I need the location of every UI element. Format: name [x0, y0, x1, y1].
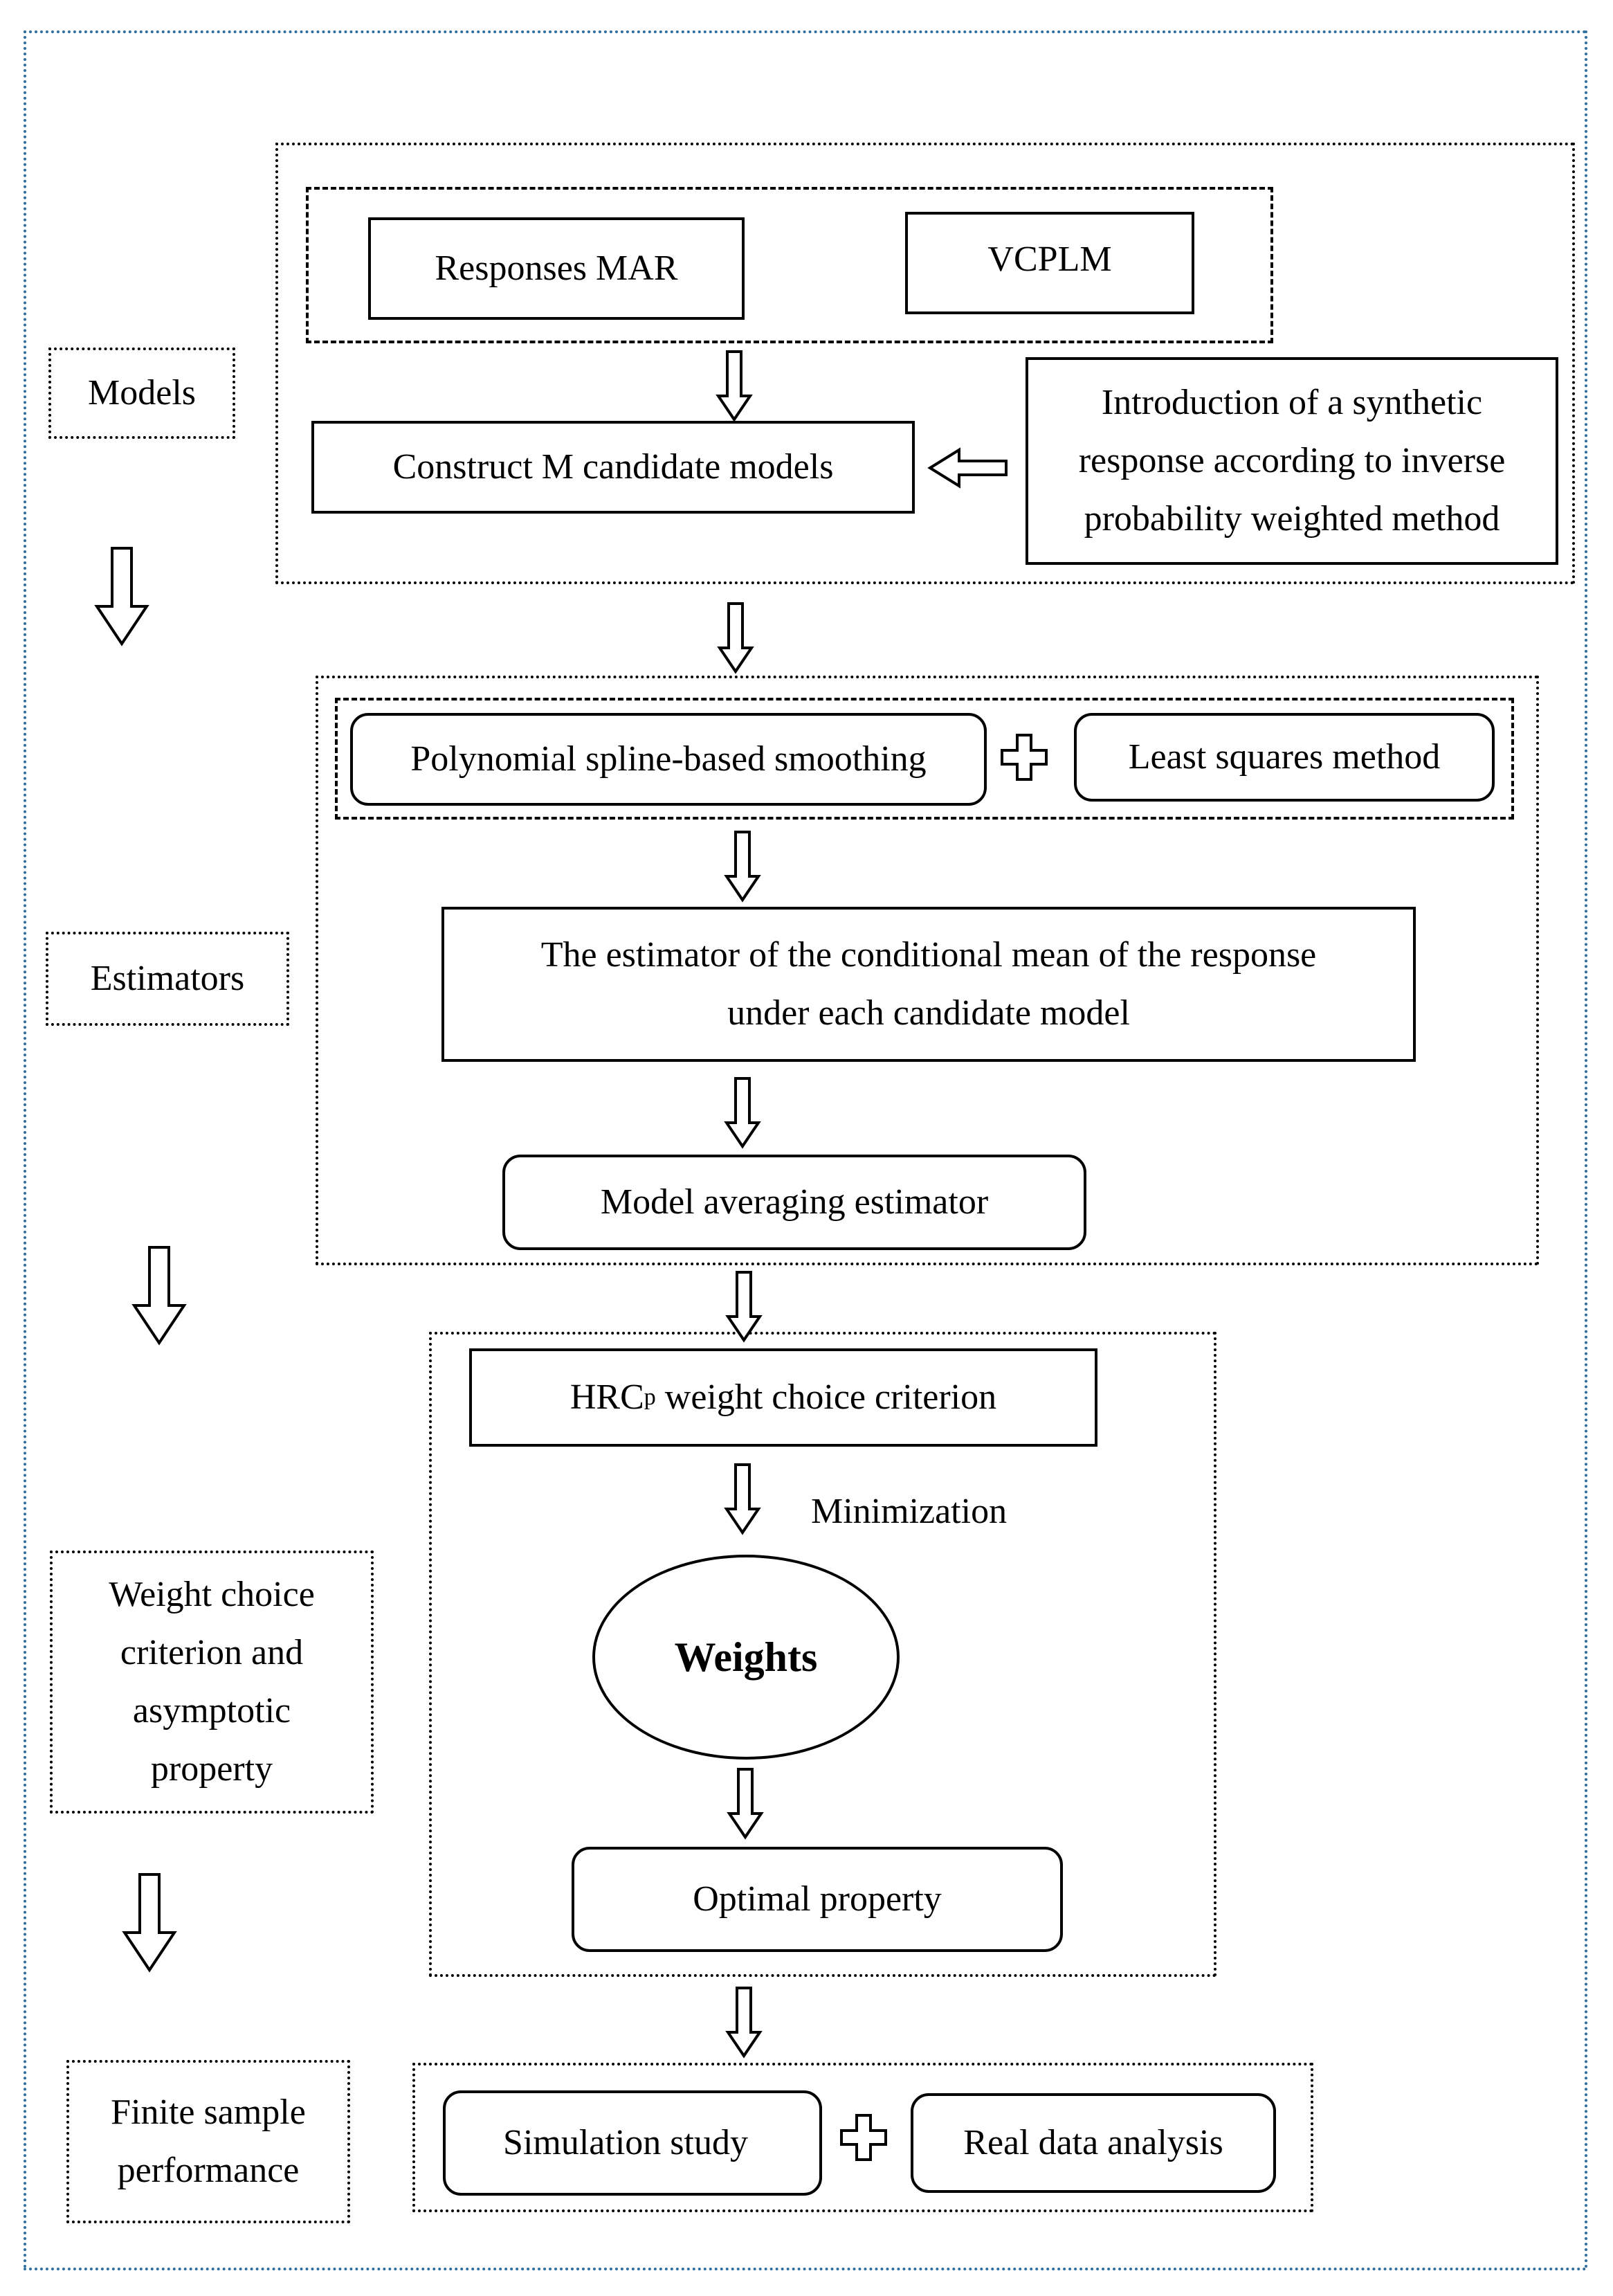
- down-arrow-icon: [716, 350, 753, 422]
- weights-ellipse: Weights: [592, 1555, 900, 1760]
- down-arrow-icon: [725, 1271, 763, 1343]
- label-finite-sample: Finite sample performance: [66, 2060, 350, 2223]
- hrcp-rest-text: weight choice criterion: [655, 1377, 997, 1417]
- label-weight-choice-line-4: property: [150, 1749, 273, 1789]
- hrcp-subscript: p: [644, 1384, 656, 1410]
- construct-models-box: Construct M candidate models: [311, 421, 915, 514]
- label-models: Models: [48, 347, 235, 439]
- responses-mar-box: Responses MAR: [368, 217, 745, 320]
- conditional-mean-line-2: under each candidate model: [727, 993, 1130, 1033]
- introduction-line-1: Introduction of a synthetic: [1101, 382, 1483, 422]
- real-data-analysis-box: Real data analysis: [911, 2093, 1276, 2193]
- outer-frame: [24, 30, 1587, 2270]
- down-arrow-icon: [122, 1873, 177, 1973]
- introduction-line-3: probability weighted method: [1084, 499, 1500, 539]
- label-finite-sample-line-2: performance: [117, 2151, 300, 2190]
- down-arrow-icon: [131, 1246, 187, 1346]
- left-arrow-icon: [927, 447, 1008, 489]
- label-finite-sample-line-1: Finite sample: [111, 2092, 306, 2132]
- smoothing-group: [335, 698, 1514, 820]
- conditional-mean-line-1: The estimator of the conditional mean of…: [540, 934, 1317, 975]
- hrcp-main-text: HRC: [569, 1377, 644, 1417]
- down-arrow-icon: [717, 602, 754, 674]
- label-weight-choice-line-3: asymptotic: [132, 1691, 291, 1730]
- polynomial-spline-box: Polynomial spline-based smoothing: [350, 713, 987, 806]
- label-weight-choice-line-2: criterion and: [120, 1632, 304, 1672]
- conditional-mean-estimator-box: The estimator of the conditional mean of…: [441, 907, 1416, 1062]
- vcplm-box: VCPLM: [905, 212, 1194, 314]
- plus-icon: [1001, 734, 1048, 781]
- optimal-property-box: Optimal property: [572, 1847, 1063, 1952]
- responses-group: [306, 187, 1273, 343]
- down-arrow-icon: [94, 547, 149, 647]
- introduction-box: Introduction of a synthetic response acc…: [1026, 357, 1558, 565]
- introduction-line-2: response according to inverse: [1078, 440, 1506, 480]
- models-section: [275, 143, 1575, 584]
- label-weight-choice: Weight choice criterion and asymptotic p…: [50, 1551, 374, 1814]
- label-weight-choice-line-1: Weight choice: [109, 1574, 315, 1614]
- down-arrow-icon: [724, 831, 761, 903]
- down-arrow-icon: [724, 1077, 761, 1149]
- weight-section: [429, 1332, 1216, 1977]
- minimization-label: Minimization: [811, 1492, 1008, 1531]
- down-arrow-icon: [727, 1768, 764, 1840]
- finite-section: [412, 2063, 1313, 2212]
- model-averaging-box: Model averaging estimator: [502, 1155, 1086, 1250]
- down-arrow-icon: [724, 1463, 761, 1535]
- plus-icon: [840, 2114, 887, 2161]
- least-squares-box: Least squares method: [1074, 713, 1495, 802]
- estimators-section: [316, 676, 1539, 1265]
- label-estimators: Estimators: [46, 932, 289, 1026]
- down-arrow-icon: [725, 1987, 763, 2059]
- simulation-study-box: Simulation study: [443, 2090, 822, 2196]
